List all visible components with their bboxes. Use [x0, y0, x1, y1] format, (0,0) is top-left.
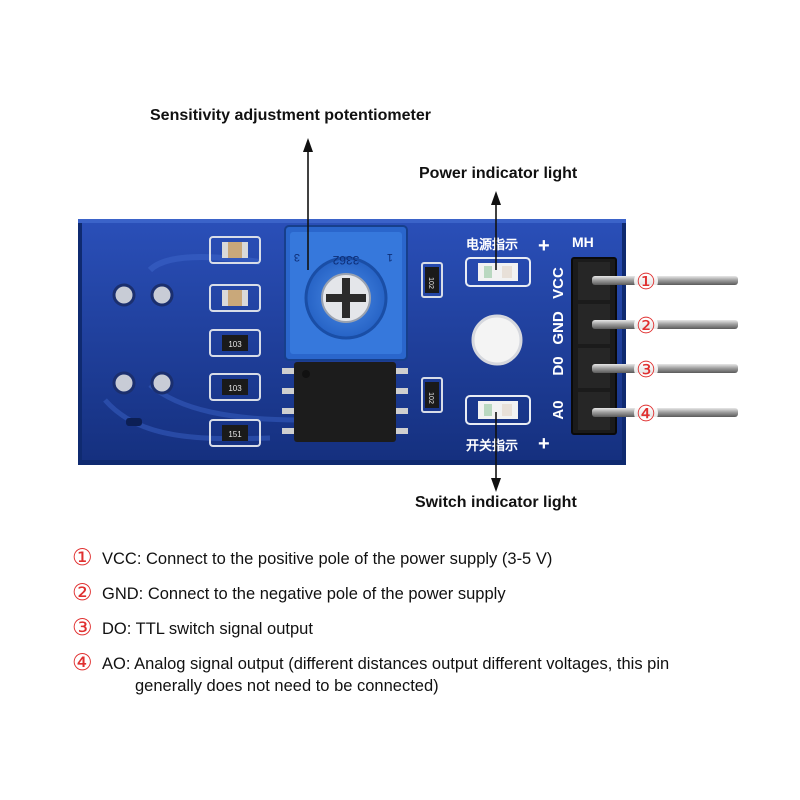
pin-marker-1: ① — [636, 269, 656, 294]
pin-number-4: ④ — [72, 650, 93, 676]
pin-label-d0: D0 — [550, 356, 567, 375]
pin-description-text: AO: Analog signal output (different dist… — [102, 655, 670, 673]
silk-power: 电源指示 — [466, 237, 518, 252]
pin-4 — [592, 408, 738, 417]
potentiometer-callout: Sensitivity adjustment potentiometer — [150, 107, 431, 124]
ic-chip — [282, 362, 408, 442]
pin-description-continuation: generally does not need to be connected) — [135, 677, 439, 695]
pin-label-vcc: VCC — [550, 267, 567, 299]
pin-marker-4: ④ — [636, 401, 656, 426]
silk-switch: 开关指示 — [466, 438, 518, 453]
pin-number-2: ② — [72, 580, 93, 606]
callout-arrows — [303, 138, 501, 492]
resistor-code-5: 102 — [427, 392, 434, 404]
pin-marker-2: ② — [636, 313, 656, 338]
pin-header-label: MH — [572, 234, 594, 250]
resistor-code-3: 151 — [228, 430, 242, 439]
pin-number-3: ③ — [72, 615, 93, 641]
silk-plus-top: + — [538, 235, 550, 257]
pot-digit-right: 1 — [387, 251, 393, 263]
pin-2 — [592, 320, 738, 329]
resistor-code-1: 103 — [228, 340, 242, 349]
pin-description-gnd: ② GND: Connect to the negative pole of t… — [72, 580, 782, 606]
pin-label-gnd: GND — [550, 311, 567, 345]
left-pads — [112, 283, 174, 426]
pin-number-1: ① — [72, 545, 93, 571]
right-components: 102 102 电源指示 + 开关指示 + MH VCC GND D0 A0 — [421, 234, 594, 455]
sensor-board-diagram: 103 103 151 3362 3 1 102 102 — [78, 107, 738, 511]
pin-description-do: ③ DO: TTL switch signal output — [72, 615, 782, 641]
switch-light-callout: Switch indicator light — [415, 494, 577, 511]
pin-1 — [592, 276, 738, 285]
pot-marking: 3362 — [332, 253, 359, 267]
pin-description-vcc: ① VCC: Connect to the positive pole of t… — [72, 545, 782, 571]
resistor-code-2: 103 — [228, 384, 242, 393]
smd-components: 103 103 151 — [209, 236, 261, 447]
pin-description-text: DO: TTL switch signal output — [102, 620, 313, 638]
potentiometer: 3362 3 1 — [284, 225, 408, 361]
resistor-code-4: 102 — [427, 277, 434, 289]
pin-marker-3: ③ — [636, 357, 656, 382]
pot-digit-left: 3 — [294, 251, 300, 263]
pin-description-list: ① VCC: Connect to the positive pole of t… — [72, 545, 782, 710]
pin-description-ao: ④ AO: Analog signal output (different di… — [72, 650, 782, 697]
pin-description-text: GND: Connect to the negative pole of the… — [102, 585, 506, 603]
board-illustration: 103 103 151 3362 3 1 102 102 — [78, 138, 738, 492]
pin-header: ① ② ③ ④ — [571, 257, 738, 435]
silk-plus-bottom: + — [538, 433, 550, 455]
pin-description-text: VCC: Connect to the positive pole of the… — [102, 550, 553, 568]
pin-3 — [592, 364, 738, 373]
power-light-callout: Power indicator light — [419, 165, 578, 182]
pin-label-a0: A0 — [550, 400, 567, 419]
mounting-hole — [471, 314, 523, 366]
switch-led-outline — [465, 395, 531, 425]
power-led-outline — [465, 257, 531, 287]
